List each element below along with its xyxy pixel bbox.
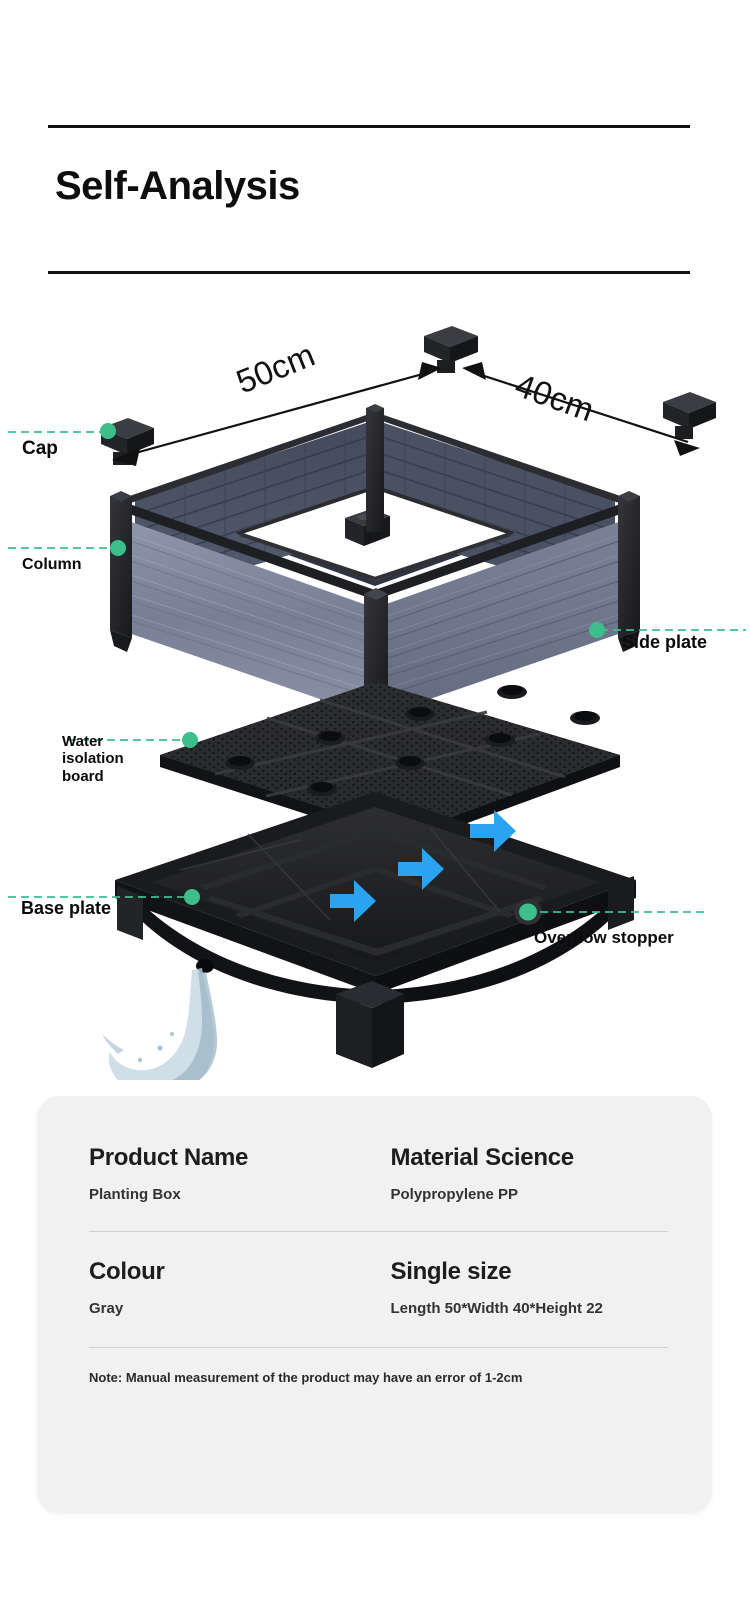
water-splash (102, 968, 218, 1080)
column-left (110, 496, 132, 638)
callout-label-overflow-stopper: Overflow stopper (534, 928, 674, 947)
specification-table: Product Name Planting Box Material Scien… (89, 1144, 668, 1385)
spec-value-material: Polypropylene PP (390, 1186, 519, 1203)
spec-row-2: Colour Gray Single size Length 50*Width … (89, 1258, 668, 1317)
cap-top-center (424, 326, 478, 373)
planter-box-body (110, 404, 640, 736)
dot-cap (100, 423, 116, 439)
spec-value-colour: Gray (89, 1300, 124, 1317)
spec-key-product-name: Product Name (89, 1144, 249, 1171)
callout-label-base-plate: Base plate (21, 898, 112, 918)
spec-key-material: Material Science (390, 1144, 575, 1171)
dot-side-plate (589, 622, 605, 638)
spec-key-colour: Colour (89, 1258, 165, 1285)
spec-value-single-size: Length 50*Width 40*Height 22 (390, 1300, 603, 1317)
spec-cell-material: Material Science Polypropylene PP (379, 1144, 669, 1203)
arrowhead-width-left (462, 362, 486, 380)
spec-cell-colour: Colour Gray (89, 1258, 379, 1317)
callout-dots (100, 423, 605, 905)
spec-cell-product-name: Product Name Planting Box (89, 1144, 379, 1203)
side-plate-front-left (120, 518, 375, 718)
specification-card: Product Name Planting Box Material Scien… (37, 1096, 712, 1513)
dot-column (110, 540, 126, 556)
dimension-line-length (127, 370, 431, 457)
spec-cell-single-size: Single size Length 50*Width 40*Height 22 (379, 1258, 669, 1317)
water-isolation-board (160, 682, 620, 846)
callout-label-side-plate: Side plate (622, 632, 708, 652)
spec-note: Note: Manual measurement of the product … (89, 1370, 523, 1385)
flow-arrow-3 (330, 880, 376, 922)
spec-divider-2 (89, 1347, 668, 1348)
dimension-line-width (471, 370, 689, 444)
arrowhead-length-left (112, 448, 140, 466)
cap-right (663, 392, 716, 439)
exploded-view-illustration (0, 300, 750, 1080)
callout-label-column: Column (22, 556, 82, 573)
dimension-arrows (127, 370, 689, 457)
callout-label-cap: Cap (22, 438, 58, 459)
callout-label-water-isolation-board: Water isolation board (62, 733, 124, 785)
flow-arrow-1 (470, 810, 516, 852)
base-plate-legs (117, 876, 634, 1068)
callout-leaders (8, 431, 746, 913)
header-rule-top (48, 125, 690, 128)
arrowhead-width-right (674, 440, 700, 456)
dot-base-plate (184, 889, 200, 905)
arrowhead-length-right (418, 362, 442, 380)
spec-key-single-size: Single size (390, 1258, 512, 1285)
water-flow-arrows (330, 810, 516, 922)
side-plate-front-right (375, 518, 630, 718)
spec-value-product-name: Planting Box (89, 1186, 181, 1203)
overflow-stopper-plug (514, 899, 542, 925)
dot-water-board (182, 732, 198, 748)
spec-divider-1 (89, 1231, 668, 1232)
page-title: Self-Analysis (55, 164, 300, 208)
spec-row-1: Product Name Planting Box Material Scien… (89, 1144, 668, 1203)
header-rule-bottom (48, 271, 690, 274)
flow-arrow-2 (398, 848, 444, 890)
base-plate (115, 792, 636, 1068)
